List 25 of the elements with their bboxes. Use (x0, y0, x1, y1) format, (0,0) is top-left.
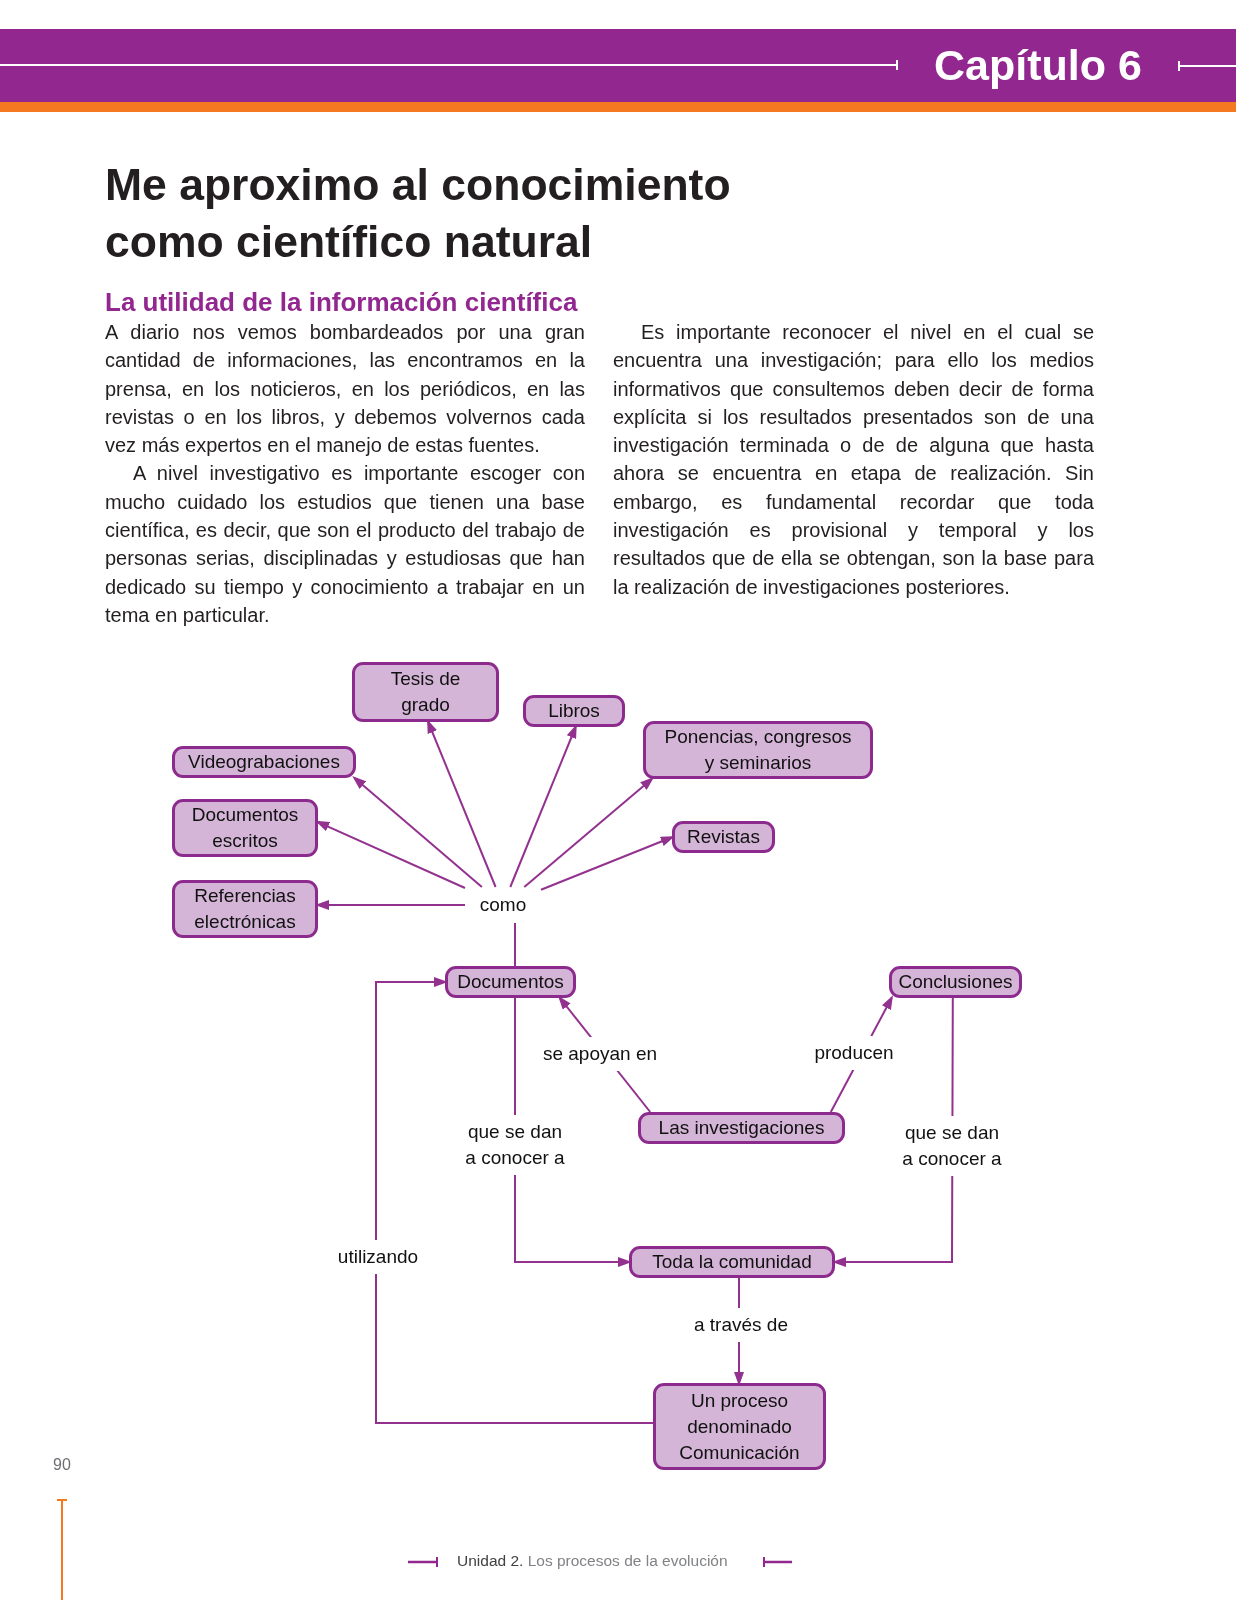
body-paragraph: Es importante reconocer el nivel en el cual se encuentra una investigación; para ello los medios informativos que consultemos deben decir de forma explícita si los resultados presentados son de una investigación terminada o de de alguna que hasta ahora se encuentra en etapa de realización. Sin embargo, es fundamental recordar que toda investigación es provisional y temporal y los resultados que de ella se obtengan, son la base para la realización de investigaciones posteriores. (613, 320, 1094, 600)
arrow (352, 776, 483, 888)
concept-box: Videograbaciones (172, 746, 356, 778)
concept-box: Libros (523, 695, 625, 727)
page-title: Me aproximo al conocimiento como científico natural (105, 159, 732, 268)
chapter-label: Capítulo 6 (934, 43, 1142, 87)
body-paragraph: A nivel investigativo es importante escoger con mucho cuidado los estudios que tienen una base científica, es decir, que son el producto del trabajo de personas serias, disciplinadas y estudiosas que han dedicado su tiempo y conocimiento a trabajar en un tema en particular. (105, 461, 585, 628)
arrow (375, 977, 654, 1424)
concept-box: Referencias electrónicas (172, 880, 318, 938)
arrow (523, 777, 655, 888)
page-number: 90 (53, 1455, 71, 1475)
concept-box: Las investigaciones (638, 1112, 845, 1144)
linking-word: como (465, 887, 541, 923)
concept-box: Conclusiones (889, 966, 1022, 998)
concept-box: Documentos (445, 966, 576, 998)
concept-box: Documentos escritos (172, 799, 318, 857)
concept-box: Ponencias, congresos y seminarios (643, 721, 873, 779)
footer-text: Unidad 2. Los procesos de la evolución (457, 1551, 728, 1571)
section-heading: La utilidad de la información científica (105, 287, 578, 317)
concept-box: Toda la comunidad (629, 1246, 835, 1278)
body-paragraph: A diario nos vemos bombardeados por una gran cantidad de informaciones, las encontramos en la prensa, en los noticieros, en los periódicos, en las revistas o en los libros, y debemos volvernos cada vez más expertos en el manejo de estas fuentes. (105, 320, 585, 459)
concept-box: Un proceso denominado Comunicación (653, 1383, 826, 1470)
concept-box: Revistas (672, 821, 775, 853)
connector-line (514, 922, 516, 967)
concept-box: Tesis de grado (352, 662, 499, 722)
